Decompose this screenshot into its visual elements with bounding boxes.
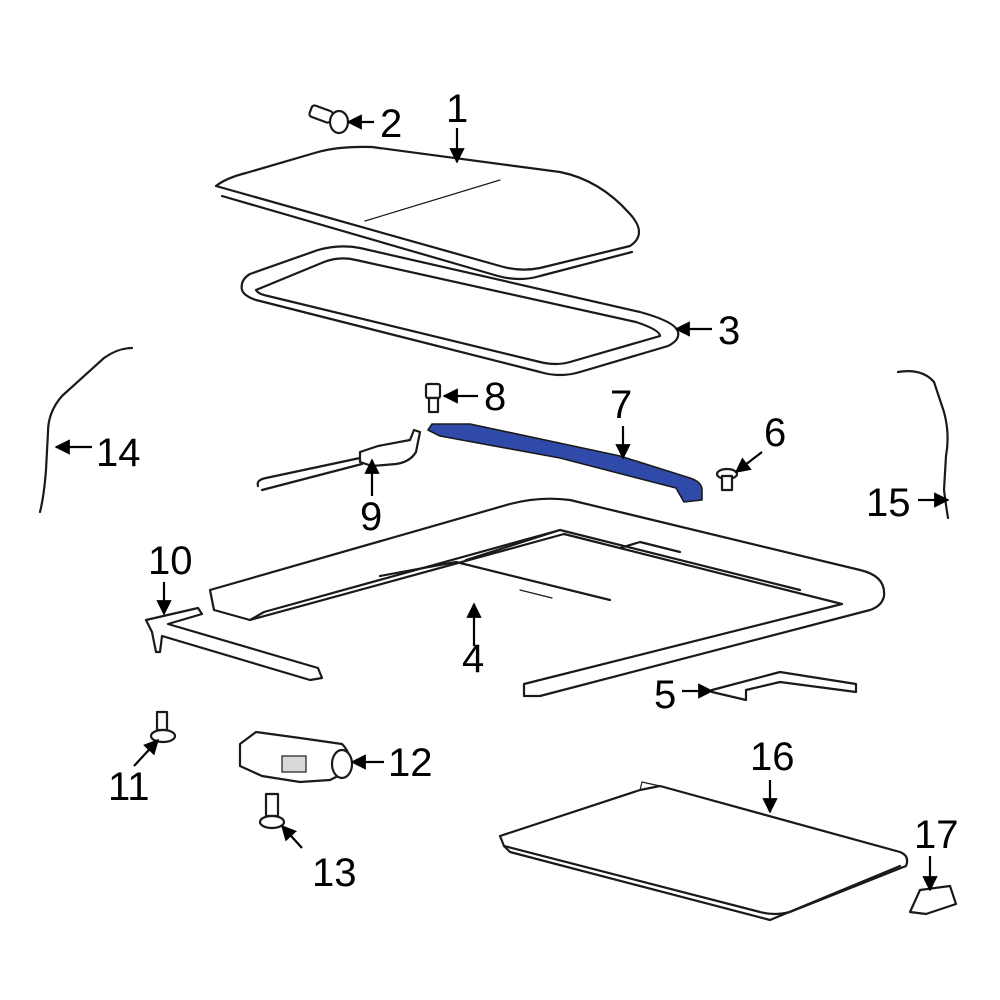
part-6-screw[interactable] (715, 467, 739, 492)
part-4-frame[interactable] (208, 497, 886, 698)
part-2-bolt[interactable] (308, 104, 350, 135)
callout-7: 7 (610, 383, 632, 427)
callout-labels: 1 2 3 4 5 6 7 8 9 10 11 12 13 14 15 16 1… (96, 87, 959, 895)
callout-10: 10 (148, 539, 193, 583)
callout-17: 17 (914, 813, 959, 857)
callout-4: 4 (462, 637, 484, 681)
callout-13: 13 (312, 851, 357, 895)
callout-3: 3 (718, 309, 740, 353)
part-16-sunshade[interactable] (498, 781, 909, 922)
callout-16: 16 (750, 735, 795, 779)
part-8-bolt[interactable] (424, 382, 442, 414)
callout-12: 12 (388, 741, 433, 785)
part-13-bolt[interactable] (258, 792, 286, 830)
callout-8: 8 (484, 375, 506, 419)
callout-2: 2 (380, 102, 402, 146)
callout-6: 6 (764, 411, 786, 455)
callout-5: 5 (654, 673, 676, 717)
callout-9: 9 (360, 495, 382, 539)
leader-lines (54, 114, 950, 892)
part-12-motor[interactable] (238, 730, 354, 784)
callout-15: 15 (866, 481, 911, 525)
part-11-bolt[interactable] (149, 710, 177, 744)
callout-1: 1 (446, 87, 468, 131)
part-14-drain-hose[interactable] (38, 346, 134, 514)
part-9-drive-cable[interactable] (256, 428, 422, 492)
callout-14: 14 (96, 431, 141, 475)
part-7-wind-deflector[interactable] (427, 423, 703, 503)
callout-11: 11 (108, 765, 150, 809)
part-10-rail[interactable] (144, 606, 324, 682)
part-17-clip[interactable] (908, 884, 958, 916)
part-1-glass-panel[interactable] (214, 145, 641, 281)
part-5-bracket[interactable] (710, 670, 858, 702)
